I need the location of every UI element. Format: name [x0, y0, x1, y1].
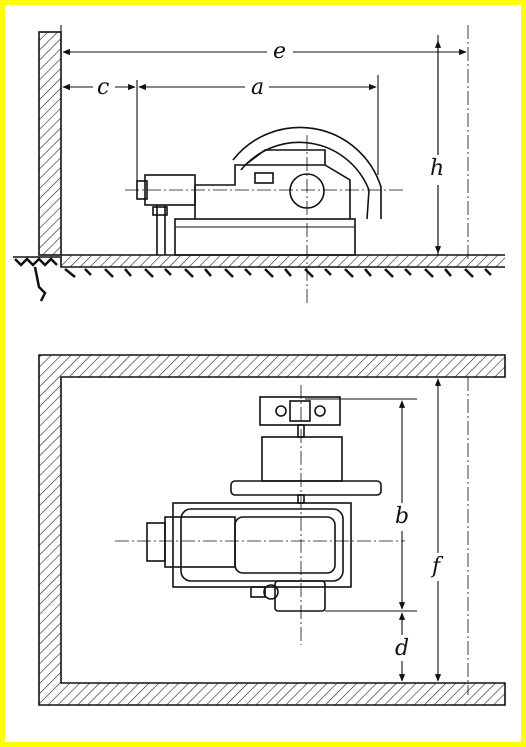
technical-drawing: e c a h [13, 25, 506, 706]
headstock-plan [164, 516, 236, 568]
flywheel-plan [230, 480, 382, 496]
elevation-dimensions [60, 25, 467, 255]
spindle-plan [146, 522, 166, 562]
label-b-bg [390, 503, 414, 531]
ground-texture [64, 268, 492, 278]
plan-walls [38, 354, 506, 706]
leg-collar [152, 206, 168, 216]
elevation-centerlines [125, 25, 469, 305]
label-e-bg [267, 39, 293, 63]
table-plan [234, 516, 336, 574]
ground-hatching [14, 257, 58, 302]
label-a: a [251, 75, 264, 100]
body-plan-inner [180, 508, 344, 582]
bracket-bolt-1 [275, 405, 287, 417]
machine-base [174, 218, 356, 256]
machine-body [195, 149, 326, 186]
drawing-sheet: e c a h [5, 5, 521, 742]
motor-housing [261, 436, 343, 482]
ground-line [13, 256, 505, 268]
bracket-coupling [289, 400, 311, 422]
floor-slab [61, 255, 505, 267]
lower-housing [274, 580, 326, 612]
clamp-block [254, 172, 274, 184]
label-a-bg [245, 75, 269, 99]
adjust-knob [263, 584, 279, 600]
label-d-bg [390, 635, 414, 661]
label-e: e [273, 39, 286, 64]
plan-view [38, 354, 506, 706]
label-b: b [395, 504, 409, 529]
label-h: h [430, 156, 444, 181]
label-f-bg [426, 553, 450, 581]
left-wall [38, 31, 62, 256]
label-c-bg [93, 75, 115, 99]
label-c: c [97, 75, 109, 100]
bracket-bolt-2 [314, 405, 326, 417]
body-plan-outer [172, 502, 352, 588]
knob-stem [250, 586, 266, 598]
label-h-bg [425, 155, 451, 185]
label-d: d [395, 636, 409, 661]
plan-centerlines [115, 377, 469, 695]
flywheel-outer [232, 126, 382, 219]
elevation-view [13, 25, 505, 305]
